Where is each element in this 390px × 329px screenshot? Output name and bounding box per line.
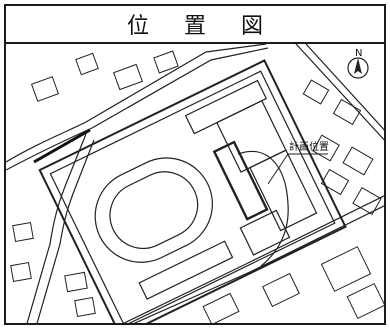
road-east: [305, 44, 384, 131]
plan-location-label: 計画位置: [289, 140, 329, 153]
planned-building: [212, 140, 269, 221]
road-north: [6, 44, 267, 163]
hatched-embankment: [33, 128, 91, 164]
north-label: N: [355, 48, 362, 59]
surrounding-houses: [10, 50, 384, 323]
road-west: [26, 133, 87, 323]
map-title-bar: 位 置 図: [6, 6, 384, 44]
north-arrow: N: [347, 48, 369, 79]
road-south: [122, 195, 384, 323]
map-title: 位 置 図: [127, 14, 277, 39]
site-map-drawing: N 計画位置: [6, 44, 384, 323]
school-site-block: [38, 59, 347, 323]
location-map-frame: 位 置 図: [4, 4, 386, 325]
running-track: [94, 157, 213, 263]
map-canvas: N 計画位置: [6, 44, 384, 323]
plan-leader-line: [267, 153, 328, 185]
